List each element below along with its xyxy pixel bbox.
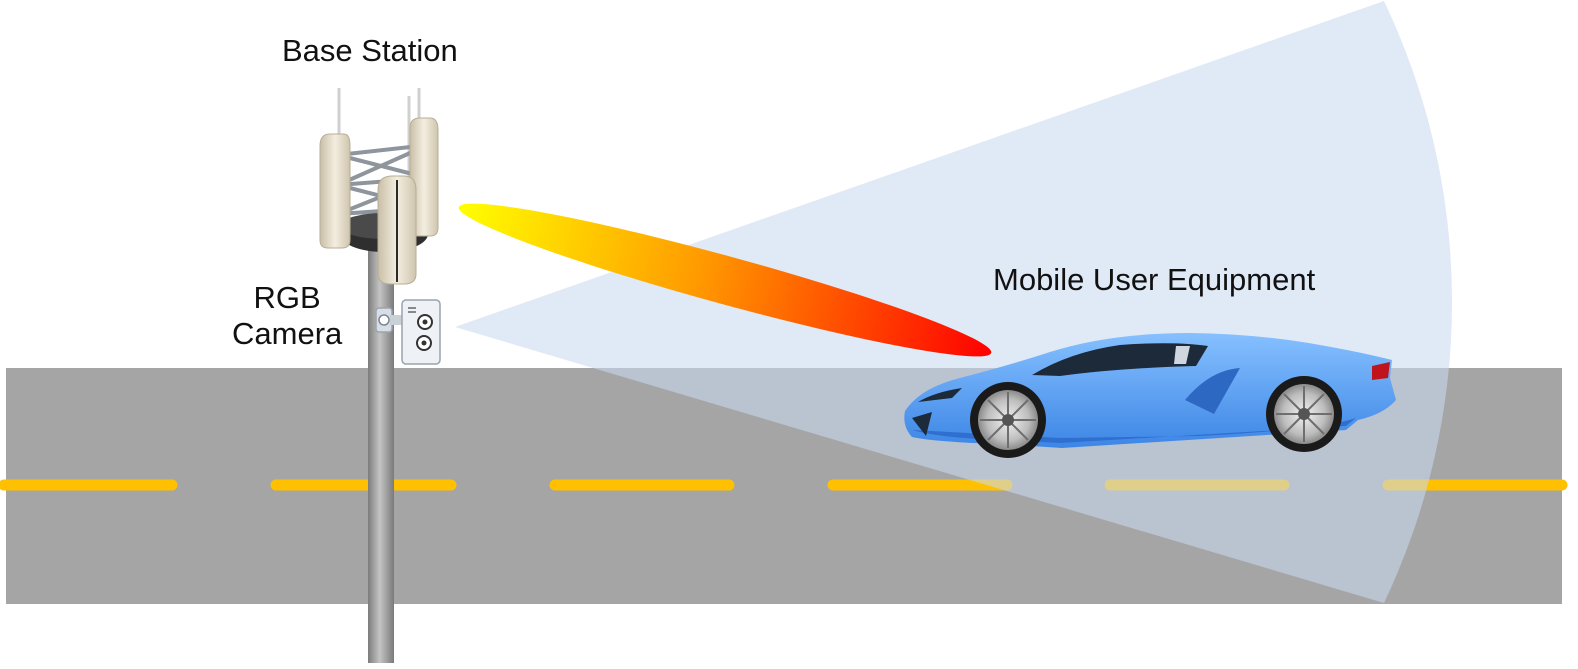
cell-tower-icon <box>319 88 439 285</box>
rgb-camera-label-line2: Camera <box>232 316 343 351</box>
rgb-camera-icon <box>375 299 441 365</box>
beam-lobe <box>458 203 992 357</box>
car-icon <box>904 333 1396 458</box>
rgb-camera-label-line1: RGB <box>253 280 321 315</box>
mobile-user-equipment-label: Mobile User Equipment <box>993 262 1316 297</box>
base-station-label: Base Station <box>282 33 458 68</box>
rgb-camera-label: RGB Camera <box>232 280 342 352</box>
camera-fov <box>455 1 1453 603</box>
